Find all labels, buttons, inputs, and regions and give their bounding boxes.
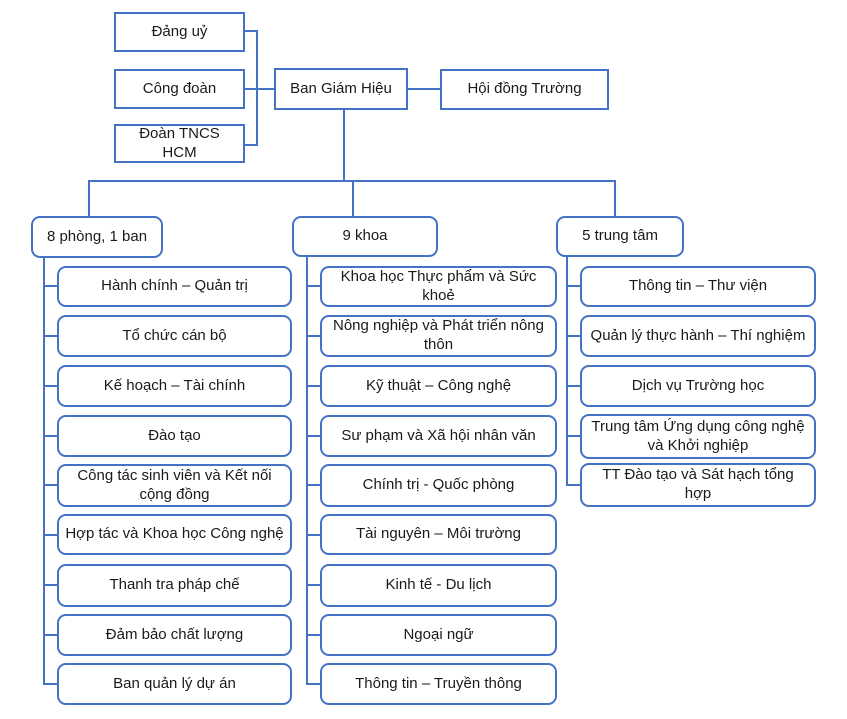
box-dam-bao-chat-luong: Đảm bảo chất lượng bbox=[57, 614, 292, 656]
box-ban-giam-hieu: Ban Giám Hiệu bbox=[274, 68, 408, 110]
stub-col3-3 bbox=[566, 385, 581, 387]
box-ke-hoach-tai-chinh: Kế hoạch – Tài chính bbox=[57, 365, 292, 407]
stub-col3-5 bbox=[566, 484, 581, 486]
connector-bgh-to-hdt bbox=[408, 88, 440, 90]
stub-col1-7 bbox=[43, 584, 58, 586]
connector-drop-col1 bbox=[88, 180, 90, 216]
box-thong-tin-thu-vien: Thông tin – Thư viện bbox=[580, 266, 816, 307]
box-su-pham-xhnv: Sư phạm và Xã hội nhân văn bbox=[320, 415, 557, 457]
box-quan-ly-thuc-hanh: Quản lý thực hành – Thí nghiệm bbox=[580, 315, 816, 357]
box-khoa-hoc-thuc-pham: Khoa học Thực phẩm và Sức khoẻ bbox=[320, 266, 557, 307]
stub-col2-5 bbox=[306, 484, 321, 486]
spine-col2 bbox=[306, 256, 308, 685]
stub-col2-4 bbox=[306, 435, 321, 437]
stub-col2-1 bbox=[306, 285, 321, 287]
box-dich-vu-truong-hoc: Dịch vụ Trường học bbox=[580, 365, 816, 407]
box-tt-dao-tao-sat-hach: TT Đào tạo và Sát hạch tổng hợp bbox=[580, 463, 816, 507]
stub-col1-1 bbox=[43, 285, 58, 287]
box-chinh-tri-quoc-phong: Chính trị - Quốc phòng bbox=[320, 464, 557, 507]
stub-col2-6 bbox=[306, 534, 321, 536]
box-dao-tao: Đào tạo bbox=[57, 415, 292, 457]
box-hoi-dong-truong: Hội đồng Trường bbox=[440, 69, 609, 110]
stub-col1-6 bbox=[43, 534, 58, 536]
header-5-trung-tam: 5 trung tâm bbox=[556, 216, 684, 257]
box-hop-tac-khcn: Hợp tác và Khoa học Công nghệ bbox=[57, 514, 292, 555]
stub-col1-3 bbox=[43, 385, 58, 387]
box-thong-tin-truyen-thong: Thông tin – Truyền thông bbox=[320, 663, 557, 705]
connector-drop-col2 bbox=[352, 180, 354, 218]
connector-dang-uy-stub bbox=[245, 30, 258, 32]
box-cong-doan: Công đoàn bbox=[114, 69, 245, 109]
box-ung-dung-cong-nghe-khoi-nghiep: Trung tâm Ứng dụng công nghệ và Khởi ngh… bbox=[580, 414, 816, 459]
connector-bgh-drop bbox=[343, 110, 345, 181]
stub-col2-3 bbox=[306, 385, 321, 387]
spine-col3 bbox=[566, 256, 568, 486]
stub-col1-4 bbox=[43, 435, 58, 437]
stub-col1-2 bbox=[43, 335, 58, 337]
connector-cong-doan-to-bgh bbox=[245, 88, 276, 90]
stub-col1-9 bbox=[43, 683, 58, 685]
connector-drop-col3 bbox=[614, 180, 616, 216]
box-doan-tncs-hcm: Đoàn TNCS HCM bbox=[114, 124, 245, 163]
box-cong-tac-sinh-vien: Công tác sinh viên và Kết nối cộng đồng bbox=[57, 464, 292, 507]
box-hanh-chinh-quan-tri: Hành chính – Quản trị bbox=[57, 266, 292, 307]
box-kinh-te-du-lich: Kinh tế - Du lịch bbox=[320, 564, 557, 607]
box-ban-quan-ly-du-an: Ban quản lý dự án bbox=[57, 663, 292, 705]
stub-col1-8 bbox=[43, 634, 58, 636]
connector-distribution-line bbox=[88, 180, 615, 182]
stub-col2-9 bbox=[306, 683, 321, 685]
spine-col1 bbox=[43, 257, 45, 685]
box-nong-nghiep-ptnt: Nông nghiệp và Phát triển nông thôn bbox=[320, 315, 557, 357]
stub-col3-2 bbox=[566, 335, 581, 337]
box-thanh-tra-phap-che: Thanh tra pháp chế bbox=[57, 564, 292, 607]
box-to-chuc-can-bo: Tổ chức cán bộ bbox=[57, 315, 292, 357]
stub-col2-2 bbox=[306, 335, 321, 337]
connector-doan-tncs-stub bbox=[245, 144, 258, 146]
header-8-phong-1-ban: 8 phòng, 1 ban bbox=[31, 216, 163, 258]
stub-col3-1 bbox=[566, 285, 581, 287]
box-ky-thuat-cong-nghe: Kỹ thuật – Công nghệ bbox=[320, 365, 557, 407]
stub-col1-5 bbox=[43, 484, 58, 486]
header-9-khoa: 9 khoa bbox=[292, 216, 438, 257]
box-ngoai-ngu: Ngoại ngữ bbox=[320, 614, 557, 656]
box-dang-uy: Đảng uỷ bbox=[114, 12, 245, 52]
box-tai-nguyen-moi-truong: Tài nguyên – Môi trường bbox=[320, 514, 557, 555]
stub-col2-7 bbox=[306, 584, 321, 586]
stub-col2-8 bbox=[306, 634, 321, 636]
stub-col3-4 bbox=[566, 435, 581, 437]
